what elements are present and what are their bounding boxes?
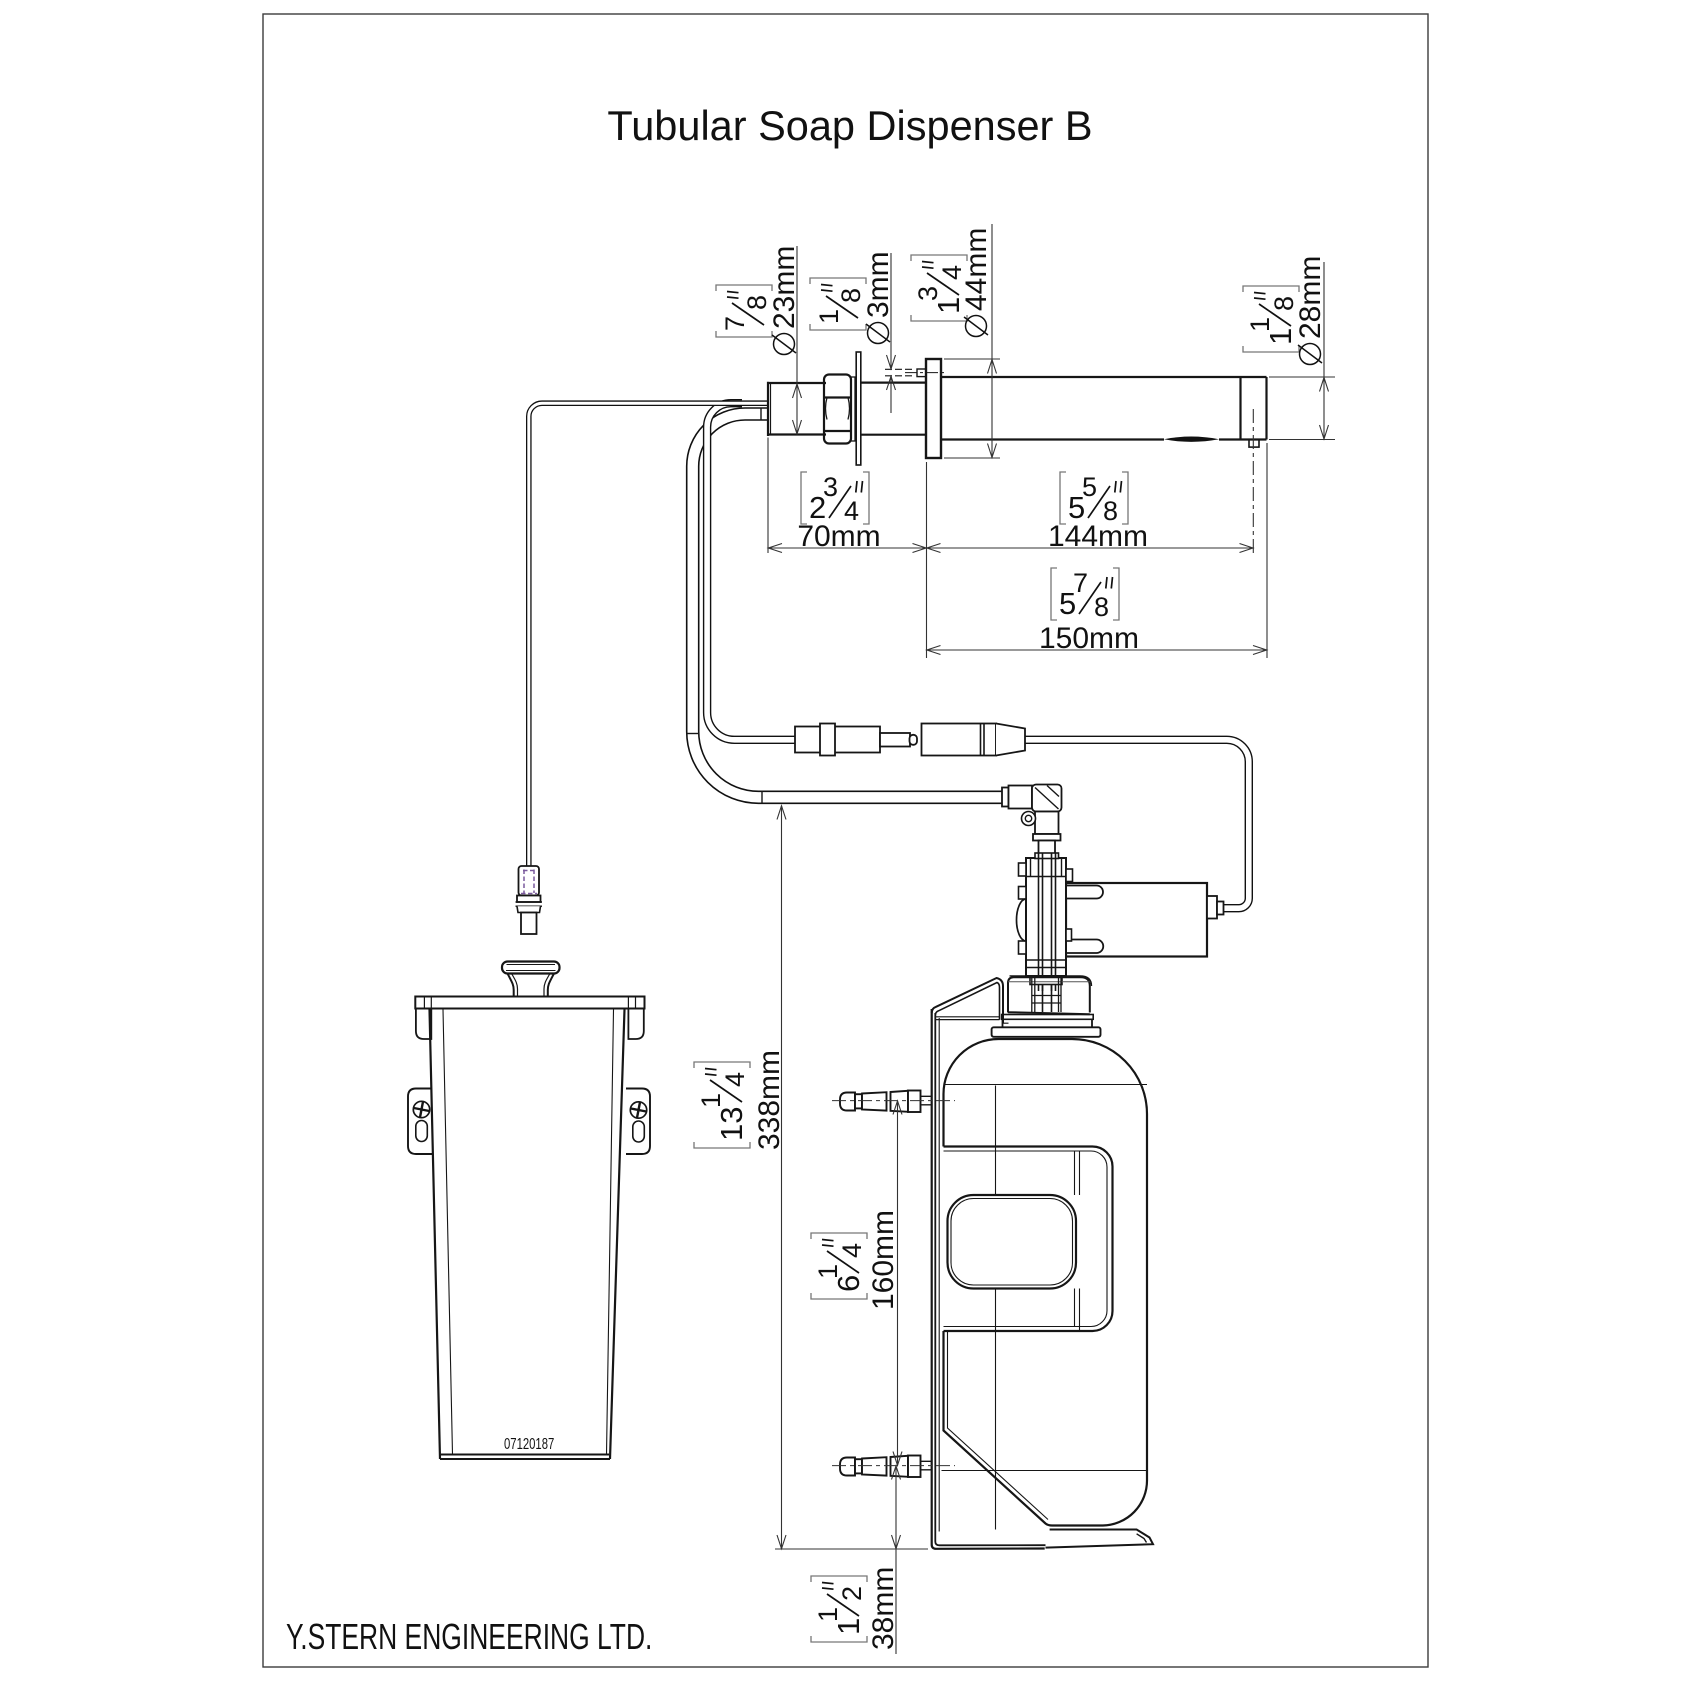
svg-text:338mm: 338mm [753, 1050, 786, 1150]
svg-text:2: 2 [809, 490, 826, 525]
svg-text:1: 1 [931, 297, 966, 314]
svg-text:1: 1 [814, 309, 844, 324]
svg-text:44mm: 44mm [960, 228, 993, 311]
svg-text:6: 6 [831, 1275, 866, 1292]
svg-text:Tubular Soap Dispenser B: Tubular Soap Dispenser B [607, 102, 1092, 149]
svg-text:144mm: 144mm [1048, 520, 1148, 553]
svg-text:1: 1 [813, 1264, 843, 1279]
svg-text:4: 4 [844, 496, 859, 526]
svg-text:3: 3 [913, 286, 943, 301]
svg-text:Y.STERN ENGINEERING LTD.: Y.STERN ENGINEERING LTD. [286, 1616, 652, 1657]
svg-text:70mm: 70mm [797, 520, 880, 553]
svg-text:7: 7 [720, 316, 750, 331]
svg-text:1: 1 [1263, 328, 1298, 345]
svg-text:8: 8 [1094, 592, 1109, 622]
svg-text:8: 8 [742, 295, 772, 310]
svg-text:4: 4 [720, 1072, 750, 1087]
svg-text:8: 8 [1103, 496, 1118, 526]
svg-text:160mm: 160mm [867, 1210, 900, 1310]
svg-text:13: 13 [714, 1107, 749, 1141]
svg-text:5: 5 [1068, 490, 1085, 525]
svg-text:150mm: 150mm [1039, 622, 1139, 655]
svg-text:3mm: 3mm [862, 251, 895, 318]
svg-text:1: 1 [831, 1618, 866, 1635]
svg-text:1: 1 [696, 1093, 726, 1108]
svg-text:1: 1 [813, 1607, 843, 1622]
svg-text:4: 4 [937, 265, 967, 280]
svg-text:2: 2 [837, 1586, 867, 1601]
svg-text:1: 1 [1245, 317, 1275, 332]
svg-text:5: 5 [1059, 586, 1076, 621]
svg-text:23mm: 23mm [768, 246, 801, 329]
svg-text:3: 3 [823, 472, 838, 502]
svg-text:8: 8 [1269, 296, 1299, 311]
svg-text:4: 4 [837, 1243, 867, 1258]
svg-text:5: 5 [1082, 472, 1097, 502]
svg-text:38mm: 38mm [867, 1567, 900, 1650]
svg-text:07120187: 07120187 [504, 1435, 554, 1452]
svg-text:8: 8 [836, 288, 866, 303]
svg-text:28mm: 28mm [1294, 256, 1327, 339]
svg-text:7: 7 [1073, 568, 1088, 598]
